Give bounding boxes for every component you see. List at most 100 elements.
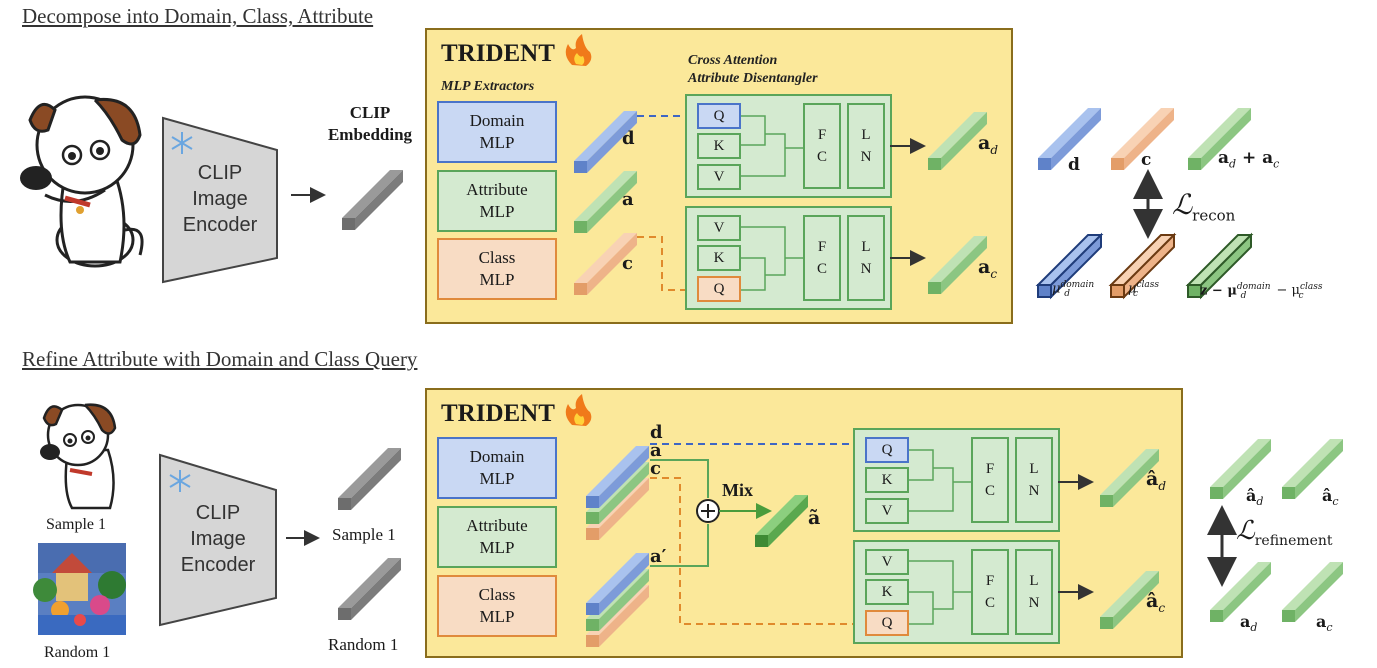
domain-vector-top — [574, 111, 637, 173]
cross-attention-label: Cross Attention Attribute Disentangler — [688, 53, 818, 86]
label-ahat-d: âd — [1146, 468, 1166, 493]
mu-domain-label: μdomaind — [1052, 280, 1095, 299]
embedding-sample-vector — [338, 448, 401, 510]
clip-embedding-label: CLIP Embedding — [327, 103, 413, 144]
snowflake-icon — [169, 470, 191, 492]
k-box-domain-bottom: K — [865, 467, 909, 493]
encoder-trapezoid-top — [162, 116, 278, 284]
sample-image-label: Sample 1 — [46, 516, 106, 533]
ref-label-ahat-c: âc — [1322, 486, 1339, 509]
embedding-random-vector — [338, 558, 401, 620]
fc-box-class-top: F C — [803, 215, 841, 301]
mu-class-vector — [1108, 232, 1177, 300]
label-a-top: a — [622, 189, 634, 210]
recon-loss-label: ℒrecon — [1172, 188, 1236, 225]
trident-title-top: TRIDENT — [441, 40, 555, 67]
k-box-class-top: K — [697, 245, 741, 271]
label-c-top: c — [622, 253, 633, 274]
embedding-random-label: Random 1 — [328, 635, 399, 654]
fc-box-class-bottom: F C — [971, 549, 1009, 635]
ref-ahat-d-vector — [1210, 439, 1271, 499]
label-ahat-c: âc — [1146, 590, 1166, 615]
k-box-class-bottom: K — [865, 579, 909, 605]
refinement-loss-label: ℒrefinement — [1236, 516, 1333, 550]
encoder-trapezoid-bottom — [159, 453, 277, 627]
mix-line-a — [650, 459, 709, 498]
trident-title-bottom: TRIDENT — [441, 400, 555, 427]
z-residual-vector — [1185, 232, 1254, 300]
ref-label-ahat-d: âd — [1246, 486, 1264, 509]
ac-vector-top — [928, 236, 987, 294]
v-box-domain-top: V — [697, 164, 741, 190]
ref-ad-vector — [1210, 562, 1271, 622]
ln-box-class-bottom: L N — [1015, 549, 1053, 635]
attribute-mlp-bottom: Attribute MLP — [437, 506, 557, 568]
recon-d-vector — [1038, 108, 1101, 170]
ln-box-class-top: L N — [847, 215, 885, 301]
class-query-line-bottom — [650, 477, 862, 625]
domain-mlp-top: Domain MLP — [437, 101, 557, 163]
stack-label-a: a — [650, 440, 662, 461]
stacked-vectors-sample — [586, 446, 649, 540]
mu-class-label: μclassc — [1128, 280, 1159, 299]
ln-box-domain-top: L N — [847, 103, 885, 189]
a-tilde-vector — [755, 495, 808, 547]
class-mlp-top: Class MLP — [437, 238, 557, 300]
attn-connectors-bottom-1 — [909, 449, 971, 512]
recon-label-d: d — [1068, 155, 1080, 175]
attribute-vector-top — [574, 171, 637, 233]
ref-label-ac: ac — [1316, 612, 1333, 635]
section-title-decompose: Decompose into Domain, Class, Attribute — [22, 4, 374, 28]
v-box-domain-bottom: V — [865, 498, 909, 524]
embedding-sample-label: Sample 1 — [332, 525, 396, 544]
label-ad-top: ad — [978, 132, 998, 157]
ref-ac-vector — [1282, 562, 1343, 622]
stack-label-c: c — [650, 458, 661, 479]
random-image-label: Random 1 — [44, 644, 111, 661]
a-tilde-label: ã — [808, 507, 821, 529]
recon-sum-vector — [1188, 108, 1251, 170]
ad-vector-top — [928, 112, 987, 170]
dog-illustration-bottom — [40, 403, 117, 510]
ln-box-domain-bottom: L N — [1015, 437, 1053, 523]
class-vector-top — [574, 233, 637, 295]
attn-connectors-top-2 — [741, 226, 803, 291]
stacked-vectors-random — [586, 553, 649, 647]
attribute-mlp-top: Attribute MLP — [437, 170, 557, 232]
k-box-domain-top: K — [697, 133, 741, 159]
q-box-class-top: Q — [697, 276, 741, 302]
recon-label-c: c — [1141, 150, 1152, 170]
attn-connectors-top-1 — [741, 115, 803, 177]
ref-ahat-c-vector — [1282, 439, 1343, 499]
snowflake-icon — [171, 132, 193, 154]
dog-illustration-top — [20, 95, 144, 268]
encoder-label-bottom: CLIP Image Encoder — [180, 502, 256, 576]
q-box-domain-top: Q — [697, 103, 741, 129]
clip-embedding-vector-top — [342, 170, 403, 230]
fc-box-domain-top: F C — [803, 103, 841, 189]
ref-label-ad: ad — [1240, 612, 1258, 635]
class-mlp-bottom: Class MLP — [437, 575, 557, 637]
recon-label-sum: ad + ac — [1218, 148, 1280, 171]
attn-connectors-bottom-2 — [909, 560, 971, 625]
mix-line-aprime — [650, 524, 709, 567]
stack-label-aprime: a′ — [650, 546, 667, 567]
fire-icon — [565, 34, 592, 66]
v-box-class-top: V — [697, 215, 741, 241]
q-box-class-bottom: Q — [865, 610, 909, 636]
q-box-domain-bottom: Q — [865, 437, 909, 463]
v-box-class-bottom: V — [865, 549, 909, 575]
ahat-c-vector — [1100, 571, 1159, 629]
recon-c-vector — [1111, 108, 1174, 170]
fire-icon — [565, 394, 592, 426]
label-ac-top: ac — [978, 256, 998, 281]
domain-mlp-bottom: Domain MLP — [437, 437, 557, 499]
label-d-top: d — [622, 128, 635, 149]
encoder-label-top: CLIP Image Encoder — [182, 162, 258, 236]
mu-domain-vector — [1035, 232, 1104, 300]
fc-box-domain-bottom: F C — [971, 437, 1009, 523]
mlp-extractors-label: MLP Extractors — [441, 79, 535, 94]
ahat-d-vector — [1100, 449, 1159, 507]
mix-label: Mix — [722, 480, 753, 500]
random-image-painting — [33, 543, 126, 635]
